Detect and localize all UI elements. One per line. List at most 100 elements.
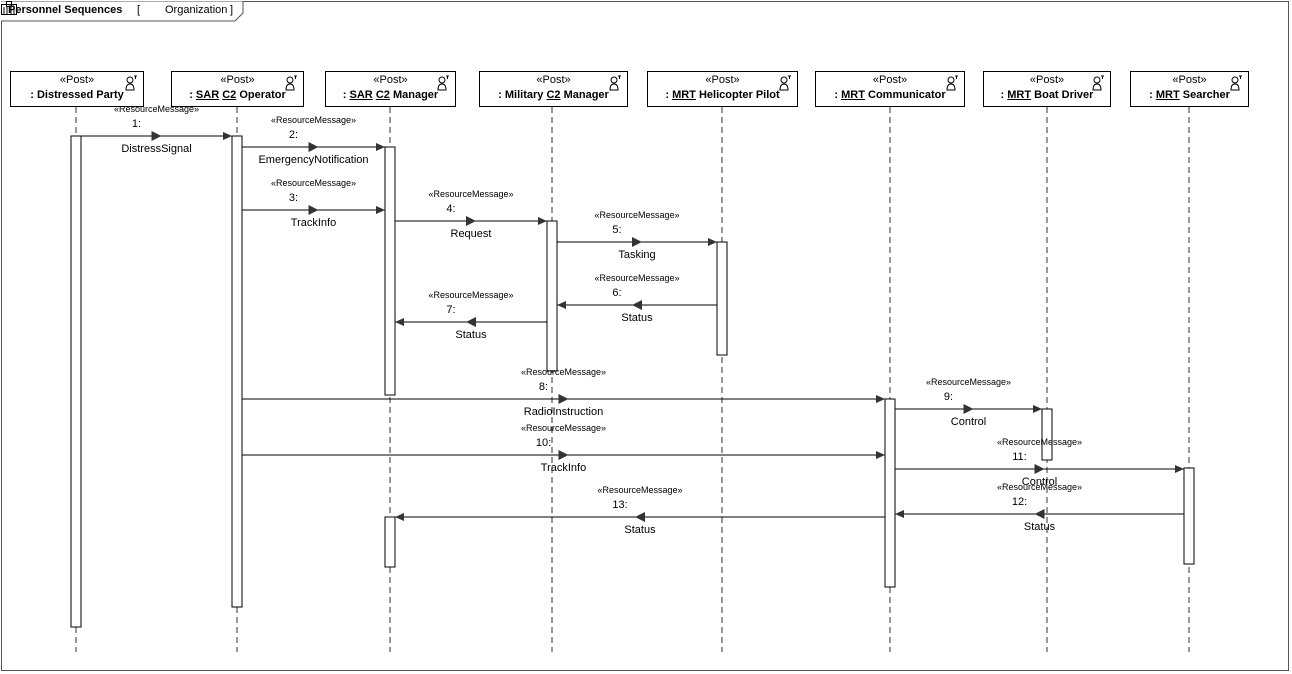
- message-number: 8:: [539, 381, 548, 393]
- message-arrowhead: [708, 238, 717, 246]
- message-1: «ResourceMessage»1:DistressSignal: [81, 104, 232, 155]
- message-name: DistressSignal: [121, 143, 191, 155]
- message-arrowhead: [1033, 405, 1042, 413]
- post-icon: [437, 75, 449, 91]
- diagram-title: Personnel Sequences: [8, 4, 123, 16]
- lifeline-name: : MRT Helicopter Pilot: [665, 89, 780, 101]
- message-name: Status: [624, 524, 656, 536]
- message-11: «ResourceMessage» 11: Control: [895, 437, 1184, 488]
- lifeline-stereotype: «Post»: [59, 74, 95, 86]
- message-arrowhead: [395, 318, 404, 326]
- message-number: 13:: [612, 499, 627, 511]
- message-direction-marker: [632, 237, 642, 247]
- message-stereotype: «ResourceMessage»: [521, 367, 606, 377]
- activation-bar-smg: [384, 146, 396, 396]
- message-8: «ResourceMessage» 8: RadioInstruction: [242, 367, 885, 418]
- activation-bar-dp: [70, 135, 82, 628]
- activation-bar-mil: [546, 220, 558, 372]
- message-stereotype: «ResourceMessage»: [594, 273, 679, 283]
- message-name: RadioInstruction: [524, 406, 604, 418]
- message-direction-marker: [1034, 464, 1045, 474]
- lifeline-head-com[interactable]: «Post» : MRT Communicator: [815, 71, 965, 107]
- message-number: 4:: [446, 203, 455, 215]
- message-13: «ResourceMessage» 13: Status: [395, 485, 885, 536]
- message-name: Status: [621, 312, 653, 324]
- message-arrowhead: [557, 301, 566, 309]
- activation-bar-com: [884, 398, 896, 588]
- lifeline-head-sea[interactable]: «Post» : MRT Searcher: [1130, 71, 1249, 107]
- tab-bracket-open: [: [137, 4, 141, 16]
- message-number: 10:: [536, 437, 551, 449]
- message-name: EmergencyNotification: [258, 154, 368, 166]
- message-direction-marker: [635, 512, 645, 522]
- lifeline-name: : Distressed Party: [30, 89, 124, 101]
- message-number: 3:: [289, 192, 298, 204]
- message-direction-marker: [963, 404, 974, 414]
- lifeline-stereotype: «Post»: [1172, 74, 1207, 86]
- message-number: 7:: [446, 304, 455, 316]
- message-name: Status: [455, 329, 487, 341]
- activation-bar-smg: [384, 516, 396, 568]
- post-icon: [1230, 75, 1242, 91]
- message-name: TrackInfo: [541, 462, 586, 474]
- tab-bracket-close: ]: [230, 4, 234, 16]
- diagram-kind: Organization: [165, 4, 228, 16]
- lifeline-head-boa[interactable]: «Post»: MRT Boat Driver: [983, 71, 1111, 107]
- message-direction-marker: [466, 216, 476, 226]
- lifeline-stereotype: «Post»: [373, 74, 408, 86]
- message-name: Tasking: [618, 249, 655, 261]
- message-direction-marker: [1034, 509, 1045, 519]
- lifeline-name: : MRT Searcher: [1149, 89, 1230, 101]
- message-direction-marker: [466, 317, 476, 327]
- message-direction-marker: [308, 205, 319, 215]
- lifeline-head-mil[interactable]: «Post»: Military C2 Manager: [479, 71, 628, 107]
- message-stereotype: «ResourceMessage»: [594, 210, 679, 220]
- lifeline-stereotype: «Post»: [220, 74, 255, 86]
- activation-bar-sop: [231, 135, 243, 608]
- message-direction-marker: [558, 450, 569, 460]
- message-name: TrackInfo: [291, 217, 336, 229]
- lifeline-head-dp[interactable]: «Post» : Distressed Party: [10, 71, 144, 107]
- message-name: Request: [451, 228, 492, 240]
- message-name: Status: [1024, 521, 1056, 533]
- lifeline-head-smg[interactable]: «Post» : SAR C2 Manager: [325, 71, 456, 107]
- message-name: Control: [1022, 476, 1057, 488]
- message-4: «ResourceMessage»4:Request: [395, 189, 547, 240]
- lifeline-stereotype: «Post»: [872, 74, 908, 86]
- lifeline-head-hel[interactable]: «Post»: MRT Helicopter Pilot: [647, 71, 798, 107]
- post-icon: [779, 75, 791, 91]
- message-number: 9:: [944, 391, 953, 403]
- message-stereotype: «ResourceMessage»: [997, 482, 1082, 492]
- message-10: «ResourceMessage» 10: TrackInfo: [242, 423, 885, 474]
- message-arrowhead: [376, 206, 385, 214]
- message-9: «ResourceMessage»9:Control: [895, 377, 1042, 428]
- message-7: «ResourceMessage» 7: Status: [395, 290, 547, 341]
- lifeline-name: : SAR C2 Operator: [189, 89, 286, 101]
- message-stereotype: «ResourceMessage»: [521, 423, 606, 433]
- lifeline-name: : MRT Communicator: [834, 89, 946, 101]
- diagram-tab[interactable]: Personnel Sequences [ Organization ]: [1, 1, 244, 22]
- message-number: 12:: [1012, 496, 1027, 508]
- post-icon: [125, 75, 137, 91]
- message-stereotype: «ResourceMessage»: [428, 290, 513, 300]
- lifeline-stereotype: «Post»: [1029, 74, 1065, 86]
- message-number: 2:: [289, 129, 298, 141]
- message-direction-marker: [308, 142, 319, 152]
- message-arrowhead: [395, 513, 404, 521]
- post-icon: [1092, 75, 1104, 91]
- message-stereotype: «ResourceMessage»: [597, 485, 682, 495]
- activation-bar-boa: [1041, 408, 1053, 461]
- message-direction-marker: [632, 300, 642, 310]
- message-6: «ResourceMessage»6:Status: [557, 273, 717, 324]
- message-number: 5:: [612, 224, 621, 236]
- lifeline-head-sop[interactable]: «Post» : SAR C2 Operator: [171, 71, 304, 107]
- message-number: 11:: [1012, 451, 1026, 463]
- message-arrowhead: [538, 217, 547, 225]
- message-stereotype: «ResourceMessage»: [114, 104, 199, 114]
- lifeline-name: : SAR C2 Manager: [342, 89, 439, 101]
- diagram-tab-outline: [1, 1, 244, 22]
- message-stereotype: «ResourceMessage»: [997, 437, 1082, 447]
- message-stereotype: «ResourceMessage»: [926, 377, 1011, 387]
